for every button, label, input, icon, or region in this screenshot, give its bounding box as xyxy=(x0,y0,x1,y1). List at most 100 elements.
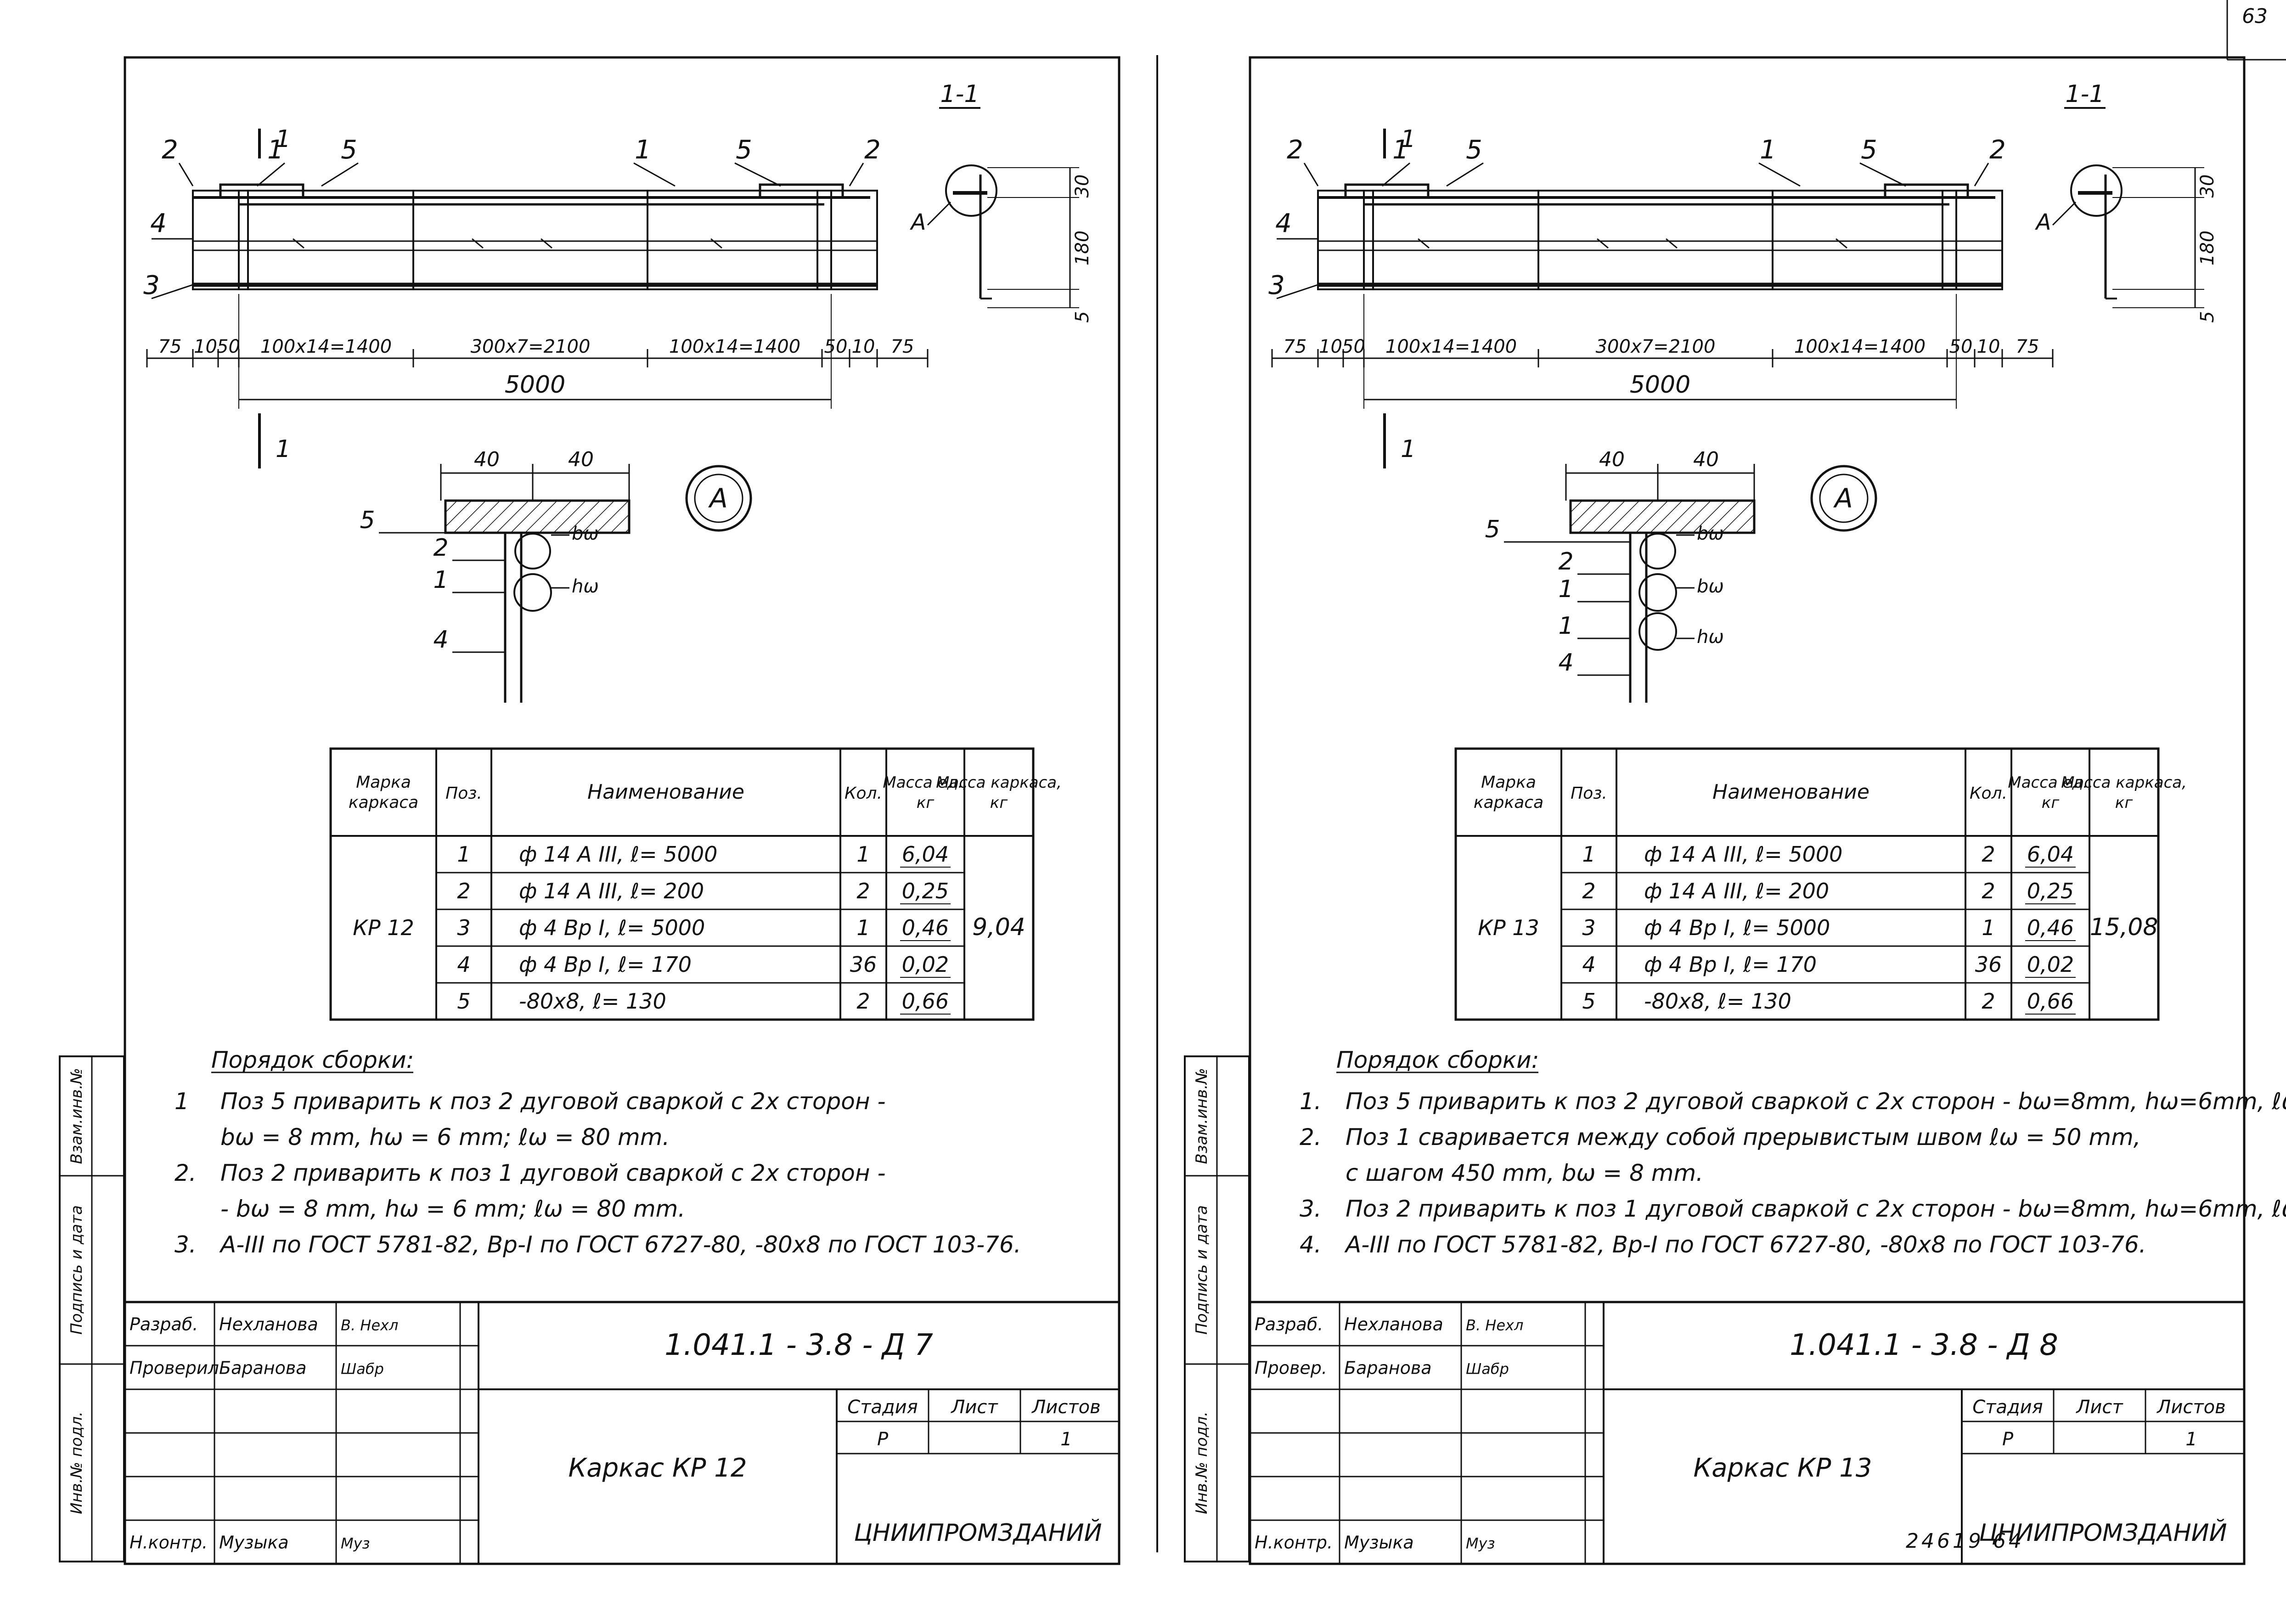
spec-mass: 0,46 xyxy=(902,915,949,940)
weld-label: hω xyxy=(1697,626,1724,648)
detail-callout-circle xyxy=(685,465,752,532)
spec-header: кг xyxy=(917,794,935,812)
title-sign: Шабр xyxy=(1466,1360,1509,1378)
position-tag: 5 xyxy=(341,135,357,165)
spec-header: каркаса xyxy=(1474,793,1543,812)
detail-rod xyxy=(1638,612,1677,651)
spec-pos: 3 xyxy=(1582,915,1595,940)
dimension-text: 10 xyxy=(1319,336,1342,357)
stamp-text: Взам.инв.№ xyxy=(68,1068,86,1164)
detail-tag: 1 xyxy=(1558,575,1573,603)
detail-callout-label: A xyxy=(708,483,728,514)
spec-mass: 6,04 xyxy=(2027,842,2074,867)
dimension-text: 10 xyxy=(852,336,875,357)
break-mark xyxy=(472,238,484,249)
dimension-text: 50 xyxy=(217,336,240,357)
title-name: Музыка xyxy=(219,1533,289,1553)
leader xyxy=(927,201,952,226)
spec-qty: 36 xyxy=(1975,952,2002,977)
title-name: Нехланова xyxy=(1344,1314,1443,1335)
dimension-text: 100x14=1400 xyxy=(1794,336,1926,357)
position-tag: 1 xyxy=(635,135,651,165)
spec-pos: 5 xyxy=(457,989,470,1014)
title-name: Нехланова xyxy=(219,1314,318,1335)
spec-qty: 2 xyxy=(856,879,870,903)
title-role: Н.контр. xyxy=(1255,1533,1333,1553)
detail-rod xyxy=(1639,533,1676,570)
position-tag: 1 xyxy=(1392,135,1409,165)
section-detail-circle xyxy=(945,164,997,217)
elevation-outline xyxy=(192,190,878,290)
stage-header: Лист xyxy=(950,1397,998,1418)
break-mark xyxy=(541,238,552,249)
stamp-text: Взам.инв.№ xyxy=(1193,1068,1211,1164)
spec-table xyxy=(1454,747,2160,1021)
spec-name: ф 4 Вр I, ℓ= 5000 xyxy=(1644,915,1830,940)
stamp-text: Подпись и дата xyxy=(1193,1205,1211,1335)
weld-label: bω xyxy=(1697,576,1724,597)
stage-value: 1 xyxy=(1060,1429,1072,1450)
spec-name: ф 4 Вр I, ℓ= 5000 xyxy=(519,915,705,940)
stamp-text: Подпись и дата xyxy=(68,1205,86,1335)
spec-total-mass: 15,08 xyxy=(2090,914,2158,941)
spec-table xyxy=(329,747,1035,1021)
position-tag: 2 xyxy=(1287,135,1303,165)
leader xyxy=(1974,163,1989,186)
detail-rod xyxy=(514,533,551,570)
drawing-title: Каркас КР 13 xyxy=(1694,1453,1872,1483)
position-tag: 5 xyxy=(1861,135,1877,165)
leader xyxy=(734,162,781,187)
spec-mass: 0,46 xyxy=(2027,915,2074,940)
spec-qty: 1 xyxy=(856,842,870,867)
spec-name: -80х8, ℓ= 130 xyxy=(519,989,666,1014)
stage-header: Листов xyxy=(2156,1397,2225,1418)
detail-tag: 2 xyxy=(433,534,448,562)
detail-plate xyxy=(444,499,631,534)
spec-mark: КР 13 xyxy=(1478,915,1539,940)
position-tag: 1 xyxy=(267,135,284,165)
leader xyxy=(257,162,285,187)
detail-tag: A xyxy=(910,209,926,235)
leader xyxy=(1859,162,1906,187)
position-tag: 2 xyxy=(864,135,881,165)
note-text: А-III по ГОСТ 5781-82, Вр-I по ГОСТ 6727… xyxy=(1344,1231,2146,1258)
detail-callout-inner xyxy=(1819,474,1869,523)
note-number: 1. xyxy=(1300,1088,1322,1115)
spec-name: -80х8, ℓ= 130 xyxy=(1644,989,1791,1014)
spec-header: кг xyxy=(990,794,1008,812)
position-tag: 5 xyxy=(736,135,752,165)
break-mark xyxy=(1597,238,1609,249)
dimension-text: 75 xyxy=(2016,336,2039,357)
spec-mass: 6,04 xyxy=(902,842,949,867)
spec-mass: 0,25 xyxy=(2027,879,2074,903)
leader xyxy=(2052,201,2077,226)
stamp-text: Инв.№ подл. xyxy=(1193,1411,1211,1514)
spec-pos: 2 xyxy=(1582,879,1595,903)
spec-total-mass: 9,04 xyxy=(972,914,1025,941)
spec-name: ф 14 А III, ℓ= 5000 xyxy=(1644,842,1842,867)
weld-label: hω xyxy=(572,576,599,597)
detail-dim-text: 40 xyxy=(1693,448,1719,471)
note-text: Поз 2 приварить к поз 1 дуговой сваркой … xyxy=(1346,1195,2286,1222)
overall-length: 5000 xyxy=(1630,371,1690,399)
leader xyxy=(849,163,864,186)
title-role: Провер. xyxy=(1255,1358,1327,1378)
detail-dim-text: 40 xyxy=(474,448,500,471)
note-text: bω = 8 mm, hω = 6 mm; ℓω = 80 mm. xyxy=(220,1124,670,1150)
leader xyxy=(633,162,676,187)
title-sign: В. Нехл xyxy=(341,1317,398,1334)
title-role: Разраб. xyxy=(130,1314,198,1335)
note-text: А-III по ГОСТ 5781-82, Вр-I по ГОСТ 6727… xyxy=(219,1231,1021,1258)
spec-qty: 36 xyxy=(850,952,877,977)
title-sign: В. Нехл xyxy=(1466,1317,1523,1334)
note-text: Поз 2 приварить к поз 1 дуговой сваркой … xyxy=(220,1160,886,1186)
stage-header: Стадия xyxy=(1972,1397,2043,1418)
dimension-text: 100x14=1400 xyxy=(1385,336,1517,357)
section-dim-text: 5 xyxy=(2197,311,2218,322)
note-number: 4. xyxy=(1300,1231,1322,1258)
section-dim-text: 30 xyxy=(2197,175,2218,198)
break-mark xyxy=(293,238,304,249)
break-mark xyxy=(1666,238,1678,249)
spec-mass: 0,66 xyxy=(2027,989,2074,1014)
spec-header: Кол. xyxy=(1970,784,2007,803)
